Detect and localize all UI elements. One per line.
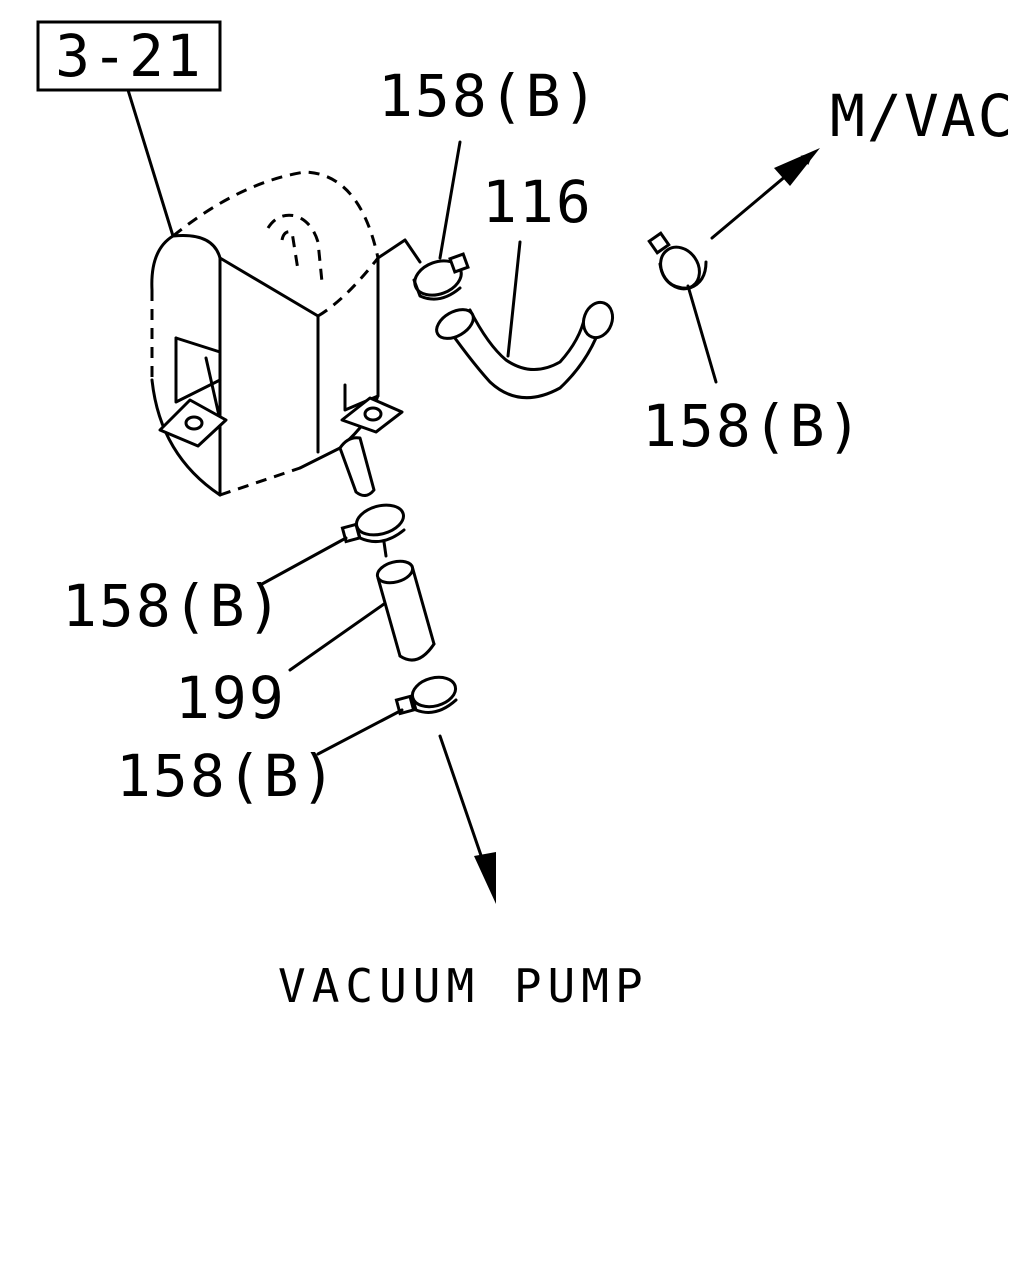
- hose-199-icon: [375, 559, 436, 662]
- clip-bottom-leader-line: [316, 708, 404, 756]
- m-vac-arrowhead-icon: [774, 148, 820, 186]
- hose-199-label: 199: [175, 664, 286, 732]
- vacuum-pump-arrow: [438, 734, 488, 872]
- clip-right-leader-line: [686, 284, 718, 384]
- vacuum-tank: [150, 170, 422, 497]
- hose-116-icon: [435, 300, 615, 400]
- clip-left-icon: [340, 503, 406, 558]
- clip-left-label: 158(B): [62, 572, 284, 640]
- clip-top-leader-line: [438, 140, 462, 260]
- hose-116-leader-line: [506, 240, 522, 358]
- m-vac-label: M/VAC: [830, 82, 1015, 150]
- vacuum-pump-label: VACUUM PUMP: [278, 959, 649, 1013]
- clip-right-label: 158(B): [642, 392, 864, 460]
- reference-leader-line: [126, 88, 175, 238]
- hose-116-label: 116: [482, 168, 593, 236]
- clip-right-icon: [647, 231, 708, 291]
- reference-box: 3-21: [36, 20, 222, 92]
- clip-bottom-icon: [394, 675, 458, 716]
- reference-label: 3-21: [55, 22, 203, 90]
- vacuum-pump-arrowhead-icon: [474, 852, 496, 904]
- clip-bottom-label: 158(B): [116, 742, 338, 810]
- clip-left-leader-line: [260, 536, 348, 586]
- clip-top-label: 158(B): [378, 62, 600, 130]
- clip-top-icon: [412, 252, 470, 301]
- hose-199-leader-line: [288, 602, 386, 672]
